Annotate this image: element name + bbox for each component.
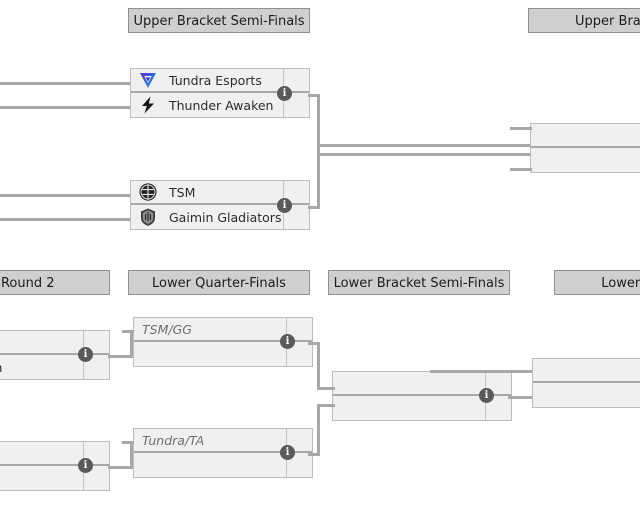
- match-lower-bracket-final[interactable]: [532, 358, 640, 408]
- team-score: [485, 396, 511, 420]
- connector-line: [308, 342, 320, 345]
- match-slot-team[interactable]: [333, 372, 511, 396]
- team-score: [83, 466, 109, 490]
- team-score: [485, 372, 511, 394]
- connector-line: [317, 404, 320, 456]
- round-header-lower-round-2: er Round 2: [0, 270, 110, 295]
- connector-line: [317, 144, 530, 147]
- match-info-icon[interactable]: i: [280, 445, 295, 460]
- connector-line: [508, 396, 532, 399]
- match-slot-team[interactable]: [134, 453, 312, 477]
- match-upper-bracket-final[interactable]: [530, 123, 640, 173]
- tundra-esports-logo: [135, 69, 161, 91]
- match-lower-round-2-1[interactable]: tcoast oom Team: [0, 330, 110, 380]
- team-score: [283, 181, 309, 203]
- thunder-awaken-logo: [135, 93, 161, 117]
- round-header-lower-quarter-finals: Lower Quarter-Finals: [128, 270, 310, 295]
- team-name: TSM: [169, 184, 196, 200]
- match-upper-semi-final-1[interactable]: Tundra Esports Thunder Awaken: [130, 68, 310, 118]
- team-score: [83, 331, 109, 353]
- match-slot-team[interactable]: oom Team: [0, 355, 109, 379]
- team-name: Thunder Awaken: [169, 97, 274, 113]
- match-info-icon[interactable]: i: [280, 334, 295, 349]
- match-slot-team[interactable]: Thunder Awaken: [131, 93, 309, 117]
- connector-line: [317, 153, 530, 156]
- match-slot-team[interactable]: tcoast: [0, 331, 109, 355]
- match-slot-team[interactable]: TSM: [131, 181, 309, 205]
- connector-line: [317, 144, 320, 209]
- match-slot-team[interactable]: [134, 342, 312, 366]
- team-score: [83, 442, 109, 464]
- match-info-icon[interactable]: i: [78, 347, 93, 362]
- connector-line: [108, 355, 133, 358]
- team-name: Gaimin Gladiators: [169, 209, 282, 225]
- match-slot-team[interactable]: Gaimin Gladiators: [131, 205, 309, 229]
- round-header-lower-bracket-semi-finals: Lower Bracket Semi-Finals: [328, 270, 510, 295]
- team-score: [286, 429, 312, 451]
- connector-line: [317, 94, 320, 156]
- match-lower-round-2-2[interactable]: [0, 441, 110, 491]
- connector-line: [122, 441, 134, 444]
- connector-line: [130, 330, 133, 358]
- round-header-lower-bracket-finals: Lower Bracke: [554, 270, 640, 295]
- team-name: Tundra Esports: [169, 72, 262, 88]
- match-slot-team[interactable]: [531, 148, 640, 172]
- match-slot-team[interactable]: [0, 442, 109, 466]
- team-name: Tundra/TA: [142, 432, 205, 448]
- match-info-icon[interactable]: i: [277, 86, 292, 101]
- connector-line: [308, 206, 320, 209]
- match-slot-team[interactable]: TSM/GG: [134, 318, 312, 342]
- match-slot-team[interactable]: [333, 396, 511, 420]
- connector-line: [308, 453, 320, 456]
- round-header-upper-bracket-semi-finals: Upper Bracket Semi-Finals: [128, 8, 310, 33]
- match-slot-team[interactable]: [533, 359, 640, 383]
- connector-line: [130, 441, 133, 469]
- connector-line: [510, 168, 532, 171]
- connector-line: [308, 94, 320, 97]
- gaimin-gladiators-logo: [135, 205, 161, 229]
- match-slot-team[interactable]: Tundra/TA: [134, 429, 312, 453]
- match-info-icon[interactable]: i: [479, 388, 494, 403]
- connector-line: [0, 106, 130, 109]
- team-name: tcoast: [0, 335, 83, 350]
- team-score: [286, 342, 312, 366]
- match-slot-team[interactable]: Tundra Esports: [131, 69, 309, 93]
- connector-line: [122, 330, 134, 333]
- tsm-logo: [135, 181, 161, 203]
- round-header-upper-bracket-finals: Upper Bracke: [528, 8, 640, 33]
- team-score: [286, 453, 312, 477]
- connector-line: [317, 404, 335, 407]
- team-score: [286, 318, 312, 340]
- match-info-icon[interactable]: i: [78, 458, 93, 473]
- team-score: [283, 69, 309, 91]
- connector-line: [0, 194, 130, 197]
- match-slot-team[interactable]: [0, 466, 109, 490]
- connector-line: [430, 370, 532, 373]
- match-lower-quarter-final-1[interactable]: TSM/GG: [133, 317, 313, 367]
- team-name: TSM/GG: [142, 321, 192, 337]
- team-name: oom Team: [0, 360, 83, 375]
- team-score: [83, 355, 109, 379]
- connector-line: [0, 218, 130, 221]
- team-score: [283, 93, 309, 117]
- connector-line: [317, 387, 335, 390]
- connector-line: [317, 342, 320, 390]
- connector-line: [108, 466, 133, 469]
- match-slot-team[interactable]: [533, 383, 640, 407]
- match-slot-team[interactable]: [531, 124, 640, 148]
- connector-line: [510, 127, 532, 130]
- team-score: [283, 205, 309, 229]
- connector-line: [0, 82, 130, 85]
- match-info-icon[interactable]: i: [277, 198, 292, 213]
